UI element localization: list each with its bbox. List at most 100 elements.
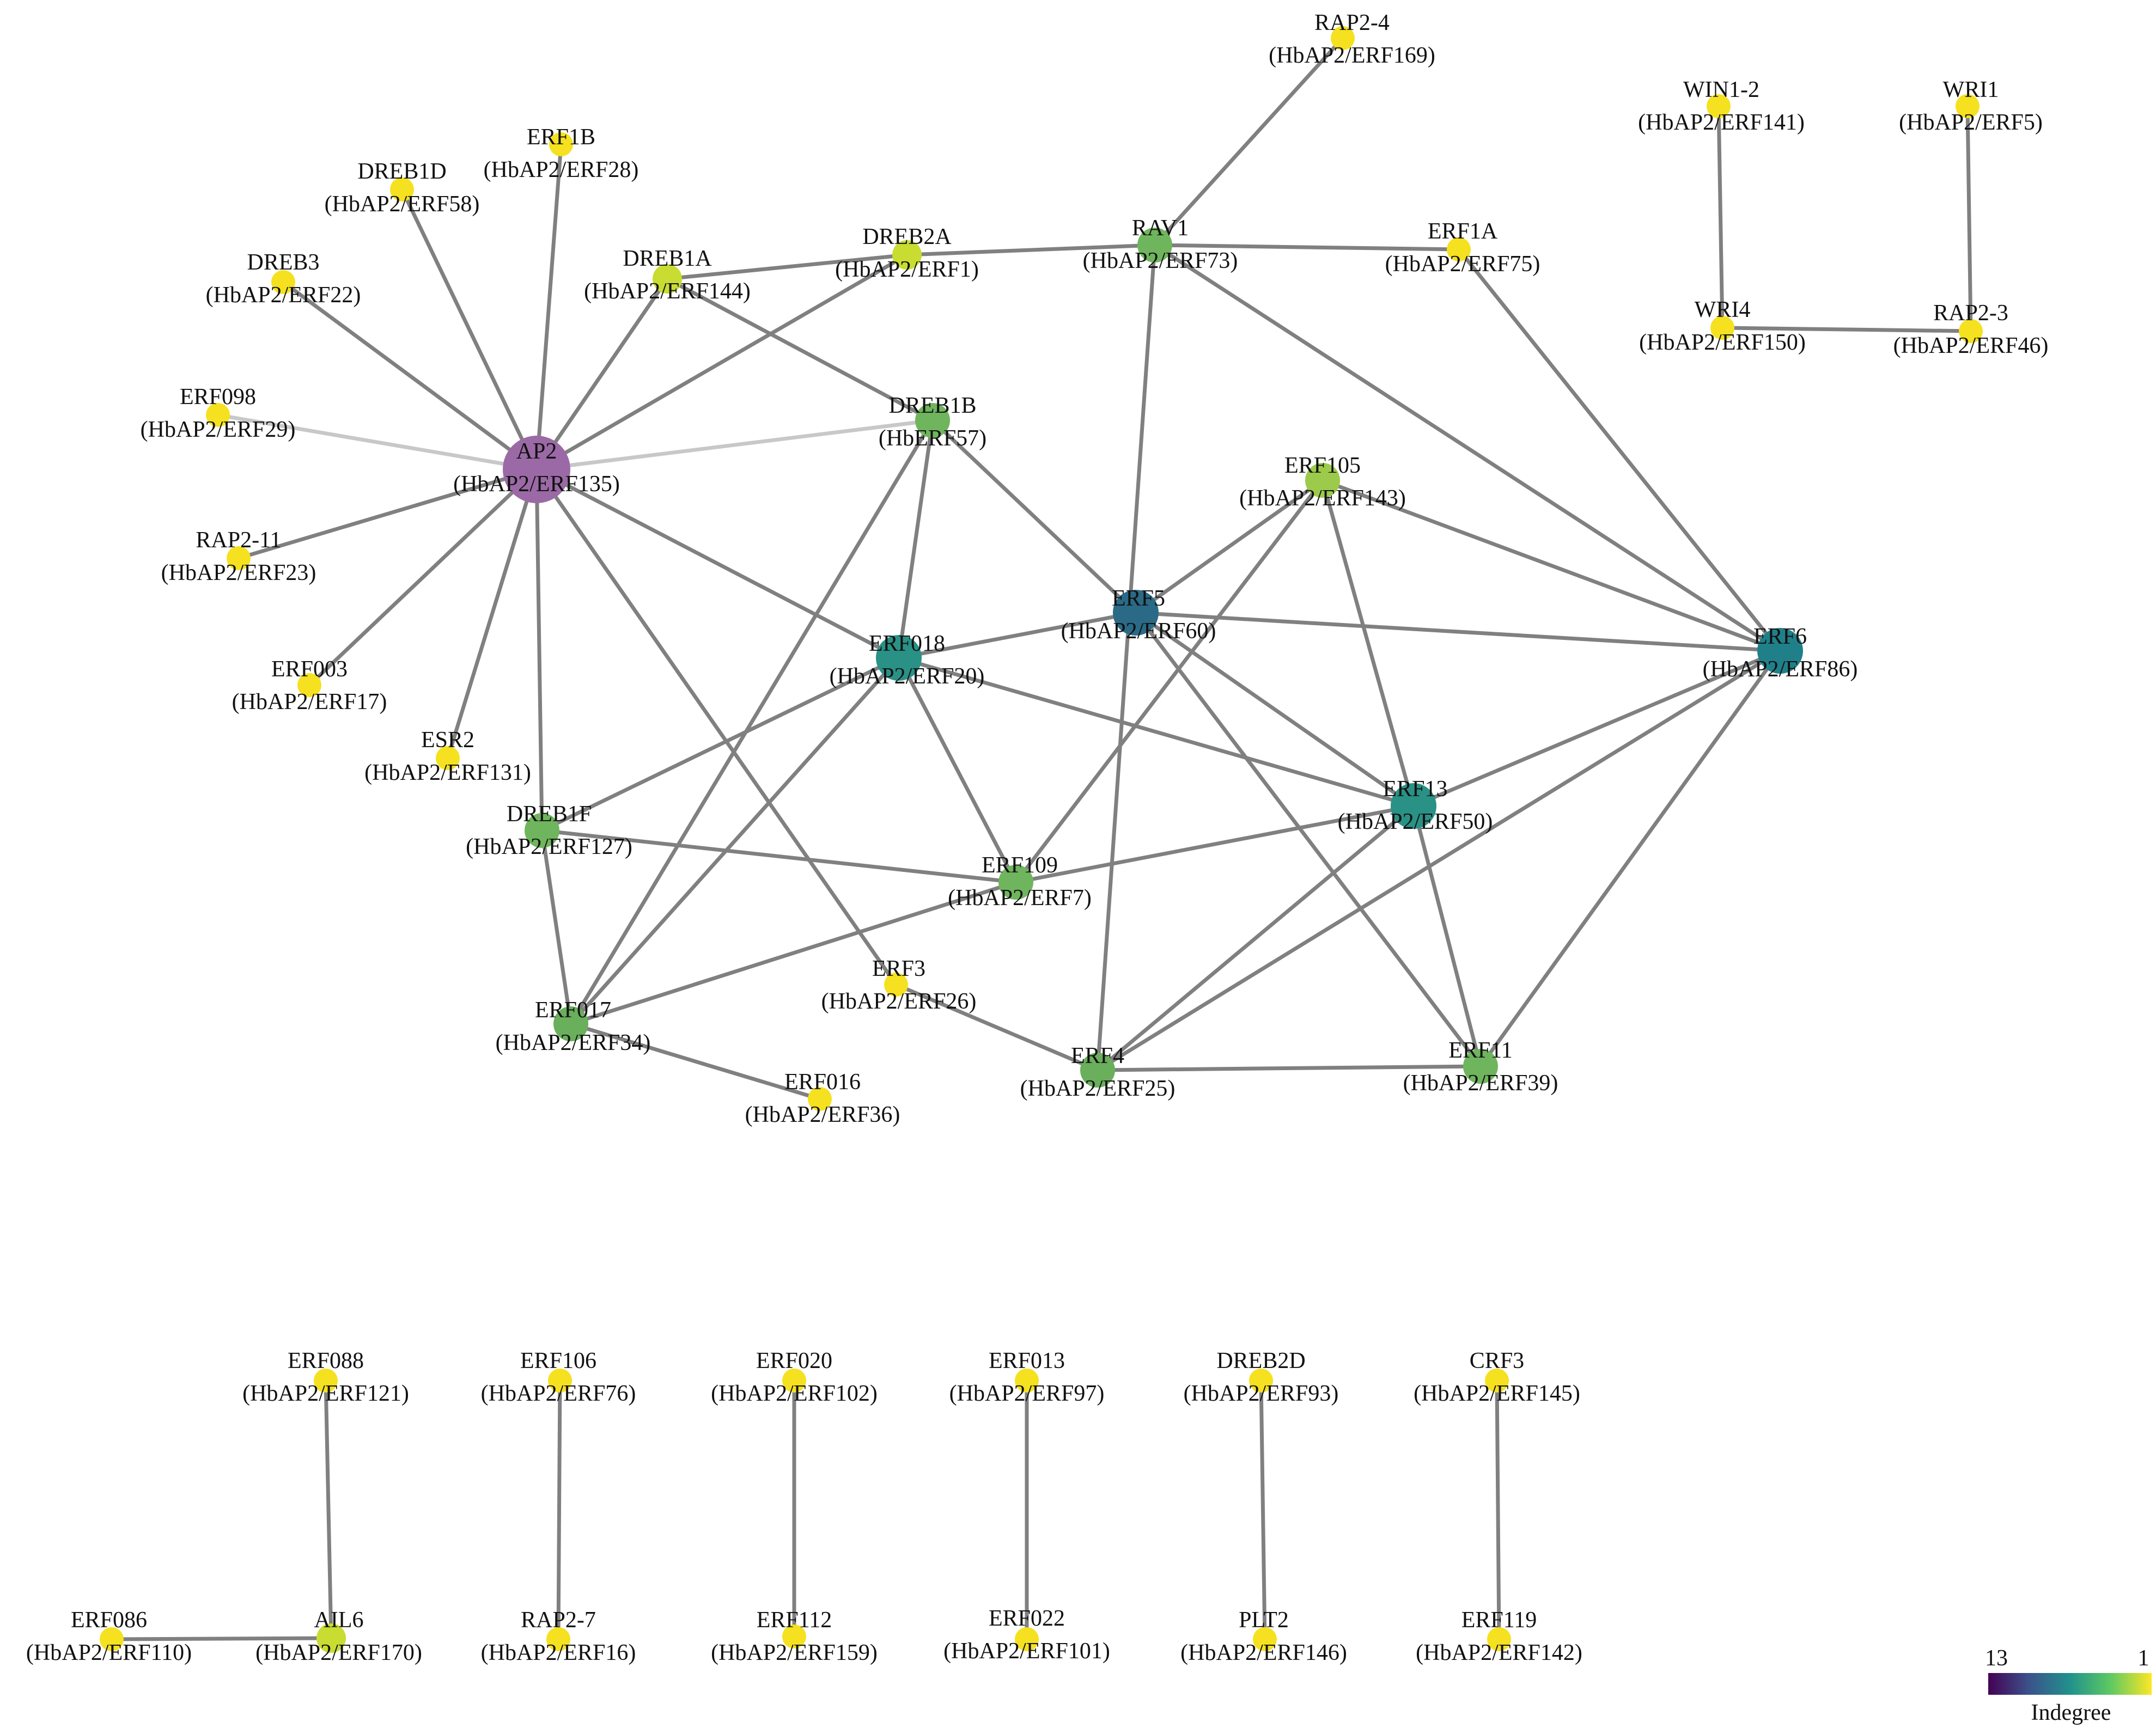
node-sublabel-erf017: (HbAP2/ERF34) (496, 1030, 651, 1055)
node-label-erf13: ERF13 (1382, 777, 1447, 802)
node-label-erf088: ERF088 (288, 1348, 364, 1373)
edge-dreb1b-erf017 (569, 418, 935, 1026)
node-erf020[interactable] (782, 1369, 806, 1393)
node-win1-2[interactable] (1707, 94, 1731, 118)
node-label-erf3: ERF3 (872, 956, 925, 981)
node-erf013[interactable] (1015, 1369, 1039, 1393)
node-label-dreb1d: DREB1D (357, 159, 446, 184)
node-sublabel-erf018: (HbAP2/ERF20) (830, 664, 985, 689)
node-sublabel-plt2: (HbAP2/ERF146) (1180, 1640, 1347, 1665)
node-sublabel-wri1: (HbAP2/ERF5) (1899, 110, 2043, 135)
node-dreb1b[interactable] (915, 403, 950, 438)
edge-erf018-erf017 (569, 656, 901, 1026)
node-erf5[interactable] (1113, 590, 1159, 636)
node-erf098[interactable] (206, 403, 230, 427)
edge-erf5-erf018 (897, 610, 1138, 660)
node-sublabel-erf105: (HbAP2/ERF143) (1239, 486, 1406, 511)
node-label-win1-2: WIN1-2 (1683, 77, 1759, 102)
node-rav1[interactable] (1137, 228, 1172, 262)
node-erf3[interactable] (884, 973, 908, 997)
nodes-layer (100, 26, 1983, 1653)
node-erf119[interactable] (1487, 1627, 1511, 1651)
node-wri1[interactable] (1956, 94, 1980, 118)
node-erf1b[interactable] (549, 132, 573, 156)
node-label-erf1b: ERF1B (527, 125, 595, 150)
legend-title: Indegree (2031, 1700, 2111, 1725)
node-sublabel-rap2-3: (HbAP2/ERF46) (1893, 333, 2049, 358)
edge-dreb1b-erf018 (897, 418, 935, 660)
node-sublabel-rap2-4: (HbAP2/ERF169) (1269, 43, 1435, 68)
node-erf112[interactable] (782, 1625, 806, 1648)
node-dreb2a[interactable] (892, 240, 922, 270)
node-sublabel-erf003: (HbAP2/ERF17) (232, 689, 387, 715)
edge-rav1-erf4 (1095, 243, 1157, 1072)
node-label-ap2: AP2 (516, 439, 557, 464)
node-rap2-4[interactable] (1331, 26, 1355, 50)
node-erf086[interactable] (100, 1627, 124, 1651)
node-erf106[interactable] (548, 1369, 572, 1393)
edge-dreb1a-dreb1b (665, 277, 935, 423)
node-ap2[interactable] (503, 436, 570, 503)
node-dreb1d[interactable] (390, 178, 414, 202)
node-erf6[interactable] (1757, 628, 1803, 674)
edge-erf3-erf4 (894, 982, 1100, 1072)
node-dreb1a[interactable] (653, 264, 682, 294)
node-label-rap2-4: RAP2-4 (1314, 10, 1390, 35)
node-erf088[interactable] (314, 1369, 338, 1393)
edge-dreb1f-erf109 (540, 828, 1018, 884)
node-erf017[interactable] (553, 1006, 588, 1041)
edge-erf018-erf13 (897, 656, 1416, 808)
node-label-erf086: ERF086 (71, 1608, 147, 1633)
node-sublabel-erf106: (HbAP2/ERF76) (481, 1381, 636, 1406)
edge-erf105-erf5 (1134, 478, 1325, 615)
node-label-dreb1f: DREB1F (507, 802, 592, 827)
node-label-ail6: AIL6 (314, 1608, 364, 1633)
edge-ap2-dreb1f (534, 467, 544, 833)
node-erf016[interactable] (808, 1087, 832, 1111)
node-dreb1f[interactable] (525, 813, 559, 848)
node-sublabel-erf020: (HbAP2/ERF102) (711, 1381, 878, 1406)
node-label-rav1: RAV1 (1132, 216, 1189, 241)
node-erf022[interactable] (1015, 1627, 1039, 1651)
node-erf109[interactable] (998, 865, 1033, 900)
edge-erf6-erf11 (1478, 649, 1782, 1068)
node-rap2-7[interactable] (546, 1627, 570, 1651)
node-label-erf105: ERF105 (1284, 453, 1361, 478)
legend-max-label: 13 (1985, 1646, 2008, 1671)
node-sublabel-erf1a: (HbAP2/ERF75) (1385, 252, 1540, 277)
node-label-wri4: WRI4 (1695, 297, 1751, 322)
node-erf018[interactable] (876, 635, 922, 681)
node-label-erf6: ERF6 (1753, 624, 1807, 649)
node-esr2[interactable] (436, 746, 460, 770)
node-label-dreb1b: DREB1B (888, 393, 976, 418)
edge-erf13-erf109 (1014, 804, 1416, 884)
node-wri4[interactable] (1710, 316, 1734, 340)
edge-rav1-erf6 (1153, 243, 1782, 653)
edge-crf3-erf119 (1495, 1378, 1501, 1641)
node-label-dreb3: DREB3 (247, 250, 319, 275)
node-label-erf112: ERF112 (757, 1608, 832, 1633)
node-rap2-11[interactable] (227, 546, 251, 570)
node-erf105[interactable] (1305, 463, 1340, 498)
edge-ap2-dreb1b (534, 418, 935, 472)
edge-erf6-erf4 (1095, 649, 1782, 1072)
edge-ap2-rap2-11 (236, 467, 539, 560)
node-sublabel-dreb2d: (HbAP2/ERF93) (1184, 1381, 1339, 1406)
node-sublabel-dreb3: (HbAP2/ERF22) (206, 283, 361, 308)
edge-erf6-erf13 (1411, 649, 1782, 808)
node-erf11[interactable] (1463, 1049, 1498, 1084)
node-dreb2d[interactable] (1249, 1369, 1273, 1393)
node-erf003[interactable] (297, 673, 321, 697)
node-crf3[interactable] (1485, 1369, 1509, 1393)
node-rap2-3[interactable] (1959, 319, 1983, 343)
node-label-erf4: ERF4 (1071, 1043, 1124, 1068)
node-erf4[interactable] (1080, 1053, 1115, 1088)
node-dreb3[interactable] (271, 270, 295, 294)
node-sublabel-ap2: (HbAP2/ERF135) (453, 472, 620, 497)
node-plt2[interactable] (1253, 1627, 1277, 1651)
node-erf13[interactable] (1391, 783, 1436, 829)
node-ail6[interactable] (316, 1623, 346, 1653)
indegree-legend: 13 1 Indegree (1985, 1646, 2152, 1725)
node-erf1a[interactable] (1447, 237, 1471, 261)
